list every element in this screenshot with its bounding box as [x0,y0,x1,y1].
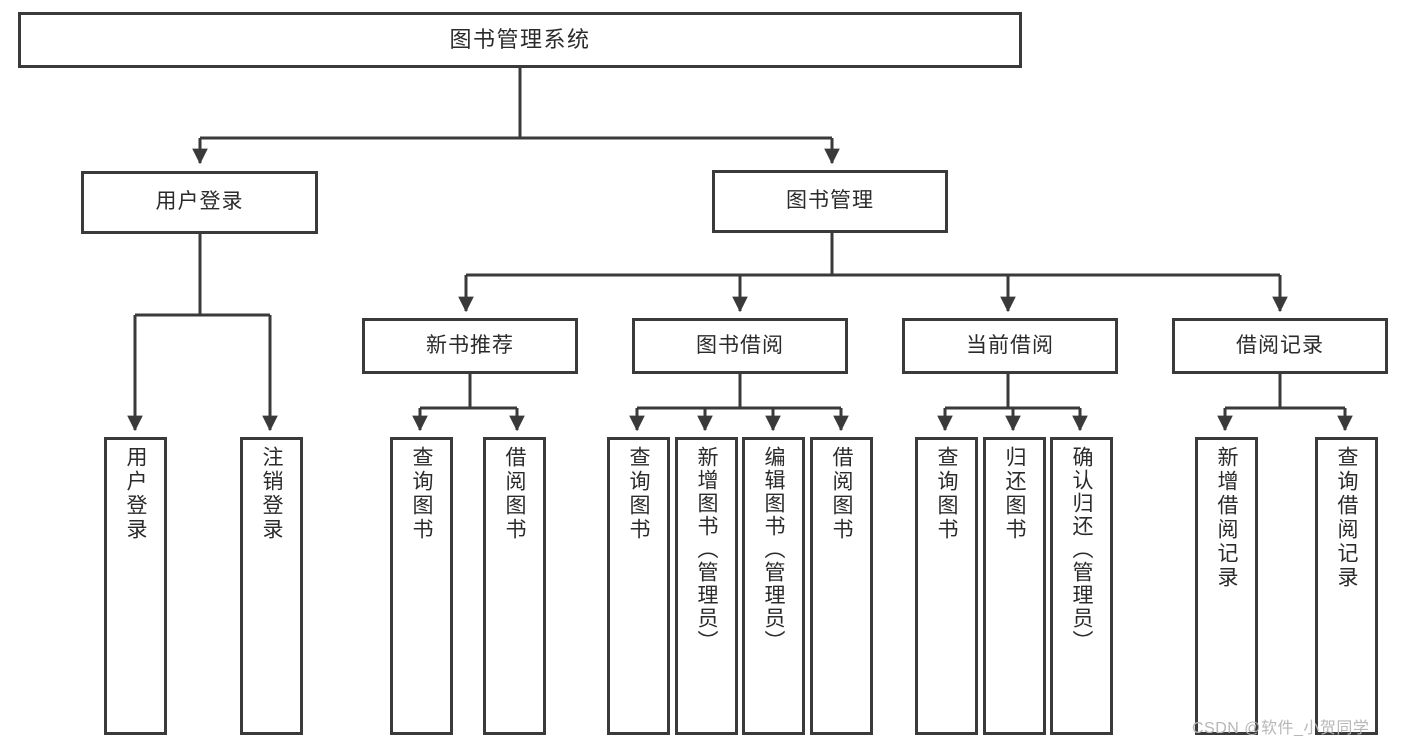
node-label: 查询图书 [410,446,433,542]
leaf-borrow-book-recommend[interactable]: 借阅图书 [483,437,546,735]
node-borrow-record[interactable]: 借阅记录 [1172,318,1388,374]
node-label: 查询图书 [935,446,958,542]
node-label: 借阅图书 [503,446,526,542]
leaf-query-book-current[interactable]: 查询图书 [915,437,978,735]
leaf-edit-book-admin[interactable]: 编辑图书（管理员） [742,437,805,735]
node-label: 确认归还（管理员） [1070,446,1093,653]
node-label: 注销登录 [260,446,283,542]
node-label: 查询图书 [627,446,650,542]
node-label: 借阅图书 [830,446,853,542]
leaf-user-login[interactable]: 用户登录 [104,437,167,735]
node-new-book-recommend[interactable]: 新书推荐 [362,318,578,374]
leaf-query-borrow-record[interactable]: 查询借阅记录 [1315,437,1378,735]
node-user-login[interactable]: 用户登录 [81,171,318,234]
watermark-text: CSDN @软件_小贺同学 [1192,720,1370,737]
node-label: 归还图书 [1003,446,1026,542]
node-label: 用户登录 [124,446,147,542]
node-label: 新增借阅记录 [1215,446,1238,590]
node-book-borrow[interactable]: 图书借阅 [632,318,848,374]
leaf-add-book-admin[interactable]: 新增图书（管理员） [675,437,738,735]
leaf-logout[interactable]: 注销登录 [240,437,303,735]
leaf-return-book[interactable]: 归还图书 [983,437,1046,735]
leaf-confirm-return-admin[interactable]: 确认归还（管理员） [1050,437,1113,735]
leaf-query-book-borrow[interactable]: 查询图书 [607,437,670,735]
node-label: 新增图书（管理员） [695,446,718,653]
node-label: 借阅记录 [1236,333,1324,357]
node-current-borrow[interactable]: 当前借阅 [902,318,1118,374]
leaf-add-borrow-record[interactable]: 新增借阅记录 [1195,437,1258,735]
node-root-system[interactable]: 图书管理系统 [18,12,1022,68]
node-label: 查询借阅记录 [1335,446,1358,590]
node-label: 图书管理 [786,189,874,213]
node-book-management[interactable]: 图书管理 [712,170,948,233]
node-label: 编辑图书（管理员） [762,446,785,653]
node-label: 新书推荐 [426,333,514,357]
leaf-query-book-recommend[interactable]: 查询图书 [390,437,453,735]
node-label: 当前借阅 [966,333,1054,357]
node-label: 图书管理系统 [449,27,591,53]
node-label: 图书借阅 [696,333,784,357]
node-label: 用户登录 [155,190,244,214]
leaf-borrow-book[interactable]: 借阅图书 [810,437,873,735]
